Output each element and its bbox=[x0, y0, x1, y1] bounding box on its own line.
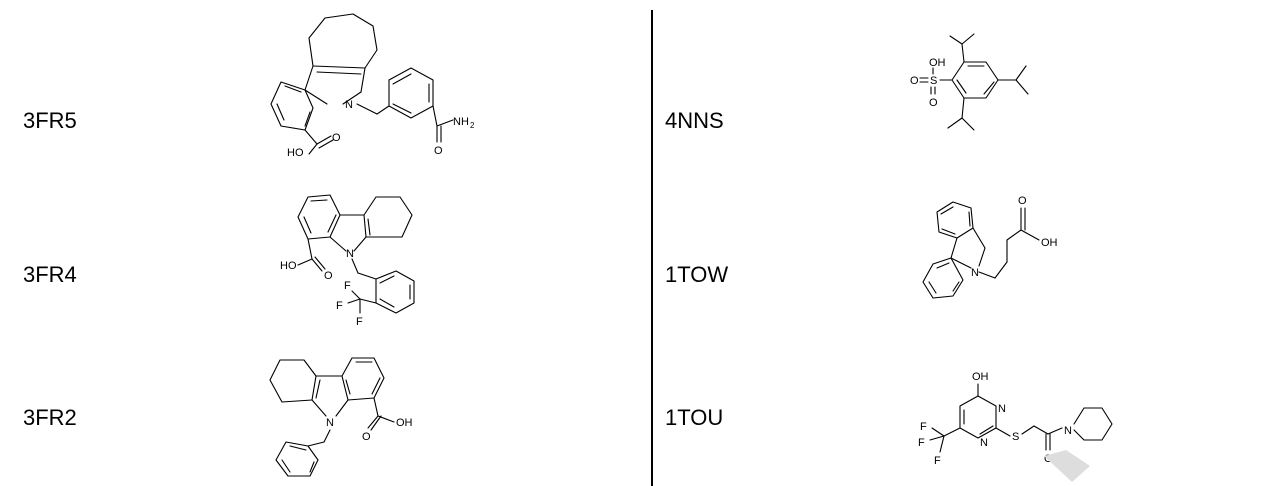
atom-n: N bbox=[998, 403, 1006, 415]
atom-f: F bbox=[356, 316, 363, 328]
code-1tow: 1TOW bbox=[665, 262, 729, 287]
atom-o: O bbox=[929, 97, 938, 109]
code-4nns: 4NNS bbox=[665, 108, 724, 133]
atom-f: F bbox=[344, 280, 351, 292]
code-3fr2: 3FR2 bbox=[23, 405, 77, 430]
atom-oh: OH bbox=[1041, 237, 1058, 249]
atom-f: F bbox=[920, 421, 927, 433]
atom-ho: HO bbox=[280, 260, 297, 272]
code-3fr5: 3FR5 bbox=[23, 108, 77, 133]
atom-nh2: NH bbox=[453, 116, 469, 128]
structure-3fr2: O OH N bbox=[269, 357, 413, 477]
atom-f: F bbox=[934, 455, 941, 467]
atom-n: N bbox=[1064, 425, 1072, 437]
atom-o: O bbox=[332, 132, 341, 144]
column-divider bbox=[651, 10, 653, 486]
atom-oh: OH bbox=[396, 417, 413, 429]
atom-f: F bbox=[336, 300, 343, 312]
atom-f: F bbox=[918, 437, 925, 449]
structure-3fr4: HO O N F F F bbox=[280, 194, 415, 328]
code-1tou: 1TOU bbox=[665, 405, 724, 430]
atom-oh: OH bbox=[929, 57, 946, 69]
atom-o: O bbox=[1018, 195, 1027, 207]
code-3fr4: 3FR4 bbox=[23, 262, 77, 287]
atom-o: O bbox=[362, 431, 371, 443]
atom-n: N bbox=[346, 248, 354, 260]
structure-1tou: OH N N F F F S O N bbox=[918, 371, 1113, 467]
atom-nh2-subscript: 2 bbox=[470, 121, 475, 130]
atom-oh: OH bbox=[972, 371, 989, 383]
atom-o: O bbox=[910, 75, 919, 87]
atom-s: S bbox=[1012, 431, 1019, 443]
atom-n: N bbox=[980, 437, 988, 449]
structure-4nns: S O OH O bbox=[910, 33, 1029, 131]
structure-3fr5: O HO N O NH 2 bbox=[270, 13, 475, 159]
atom-n: N bbox=[971, 267, 979, 279]
structure-1tow: N O OH bbox=[922, 195, 1058, 299]
atom-o: O bbox=[434, 145, 443, 157]
atom-n: N bbox=[326, 417, 334, 429]
atom-o: O bbox=[324, 270, 333, 282]
watermark-mark bbox=[1044, 450, 1090, 482]
atom-ho: HO bbox=[287, 147, 304, 159]
atom-n: N bbox=[345, 99, 353, 111]
atom-s: S bbox=[930, 75, 937, 87]
